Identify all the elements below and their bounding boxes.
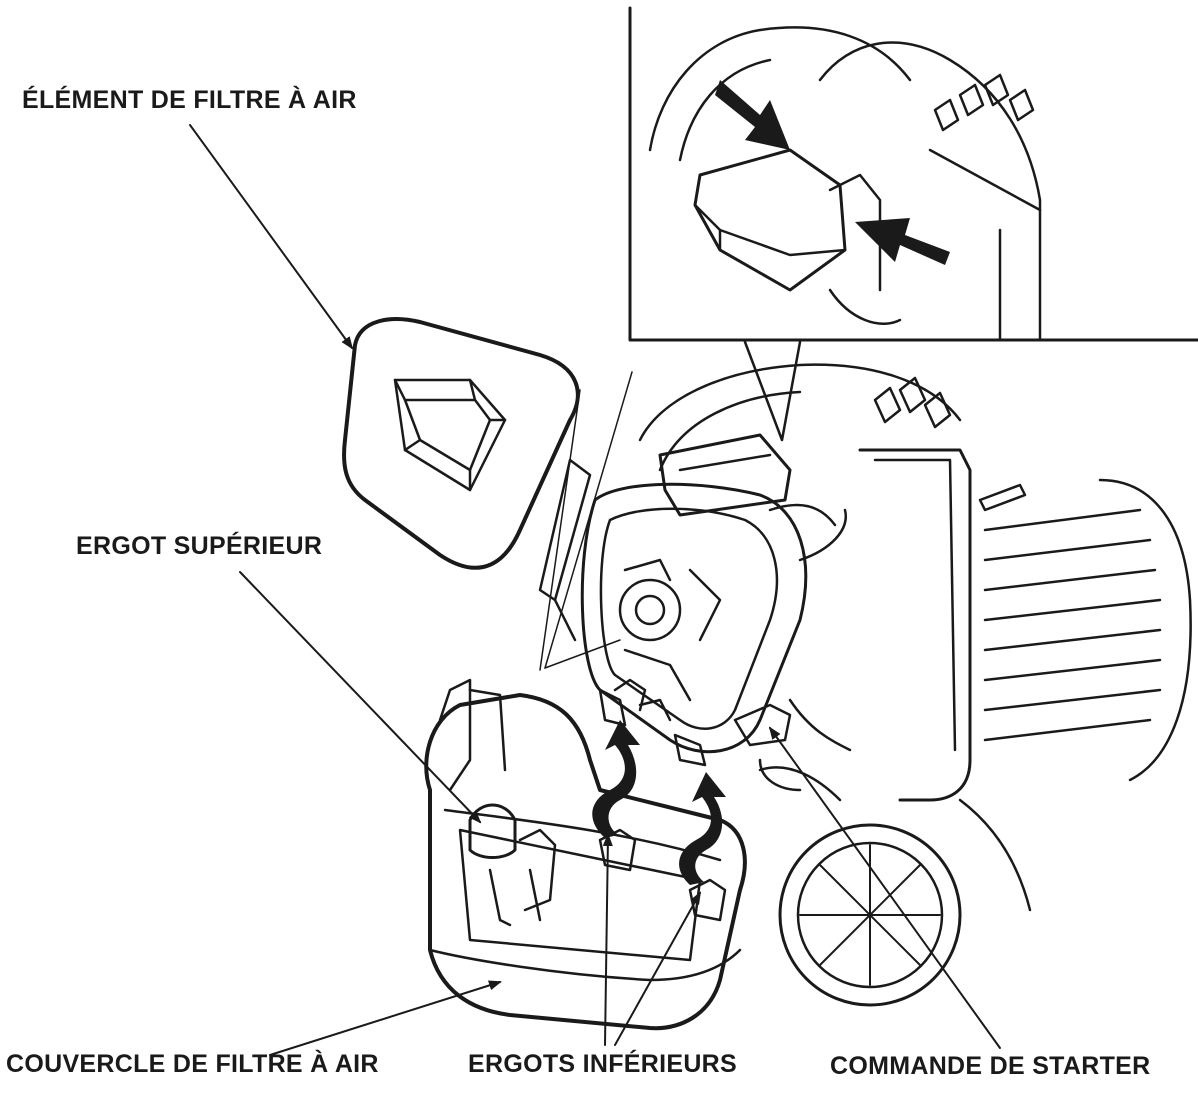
- inset-detail-box: [628, 6, 1198, 442]
- leader-air-filter-element: [189, 124, 354, 350]
- air-cleaner-base-drawing: [538, 433, 852, 792]
- label-lower-tabs: ERGOTS INFÉRIEURS: [468, 1050, 738, 1078]
- leader-upper-tab: [239, 571, 482, 824]
- label-choke-lever: COMMANDE DE STARTER: [830, 1052, 1151, 1080]
- leader-air-filter-cover: [269, 980, 502, 1056]
- leader-lower-tab-1: [602, 833, 613, 1046]
- guide-line-2: [539, 389, 581, 671]
- leader-lines: [189, 124, 1001, 1056]
- air-filter-element-drawing: [342, 317, 580, 570]
- guide-line-1: [544, 371, 633, 669]
- leader-choke-lever: [768, 726, 1001, 1049]
- label-air-filter-cover: COUVERCLE DE FILTRE À AIR: [6, 1050, 379, 1078]
- engine-drawing: [638, 363, 1192, 1007]
- guide-line-3: [544, 639, 621, 669]
- air-filter-cover-drawing: [424, 678, 747, 1031]
- label-upper-tab: ERGOT SUPÉRIEUR: [76, 532, 323, 560]
- label-air-filter-element: ÉLÉMENT DE FILTRE À AIR: [22, 86, 357, 114]
- leader-lower-tab-2: [614, 891, 701, 1046]
